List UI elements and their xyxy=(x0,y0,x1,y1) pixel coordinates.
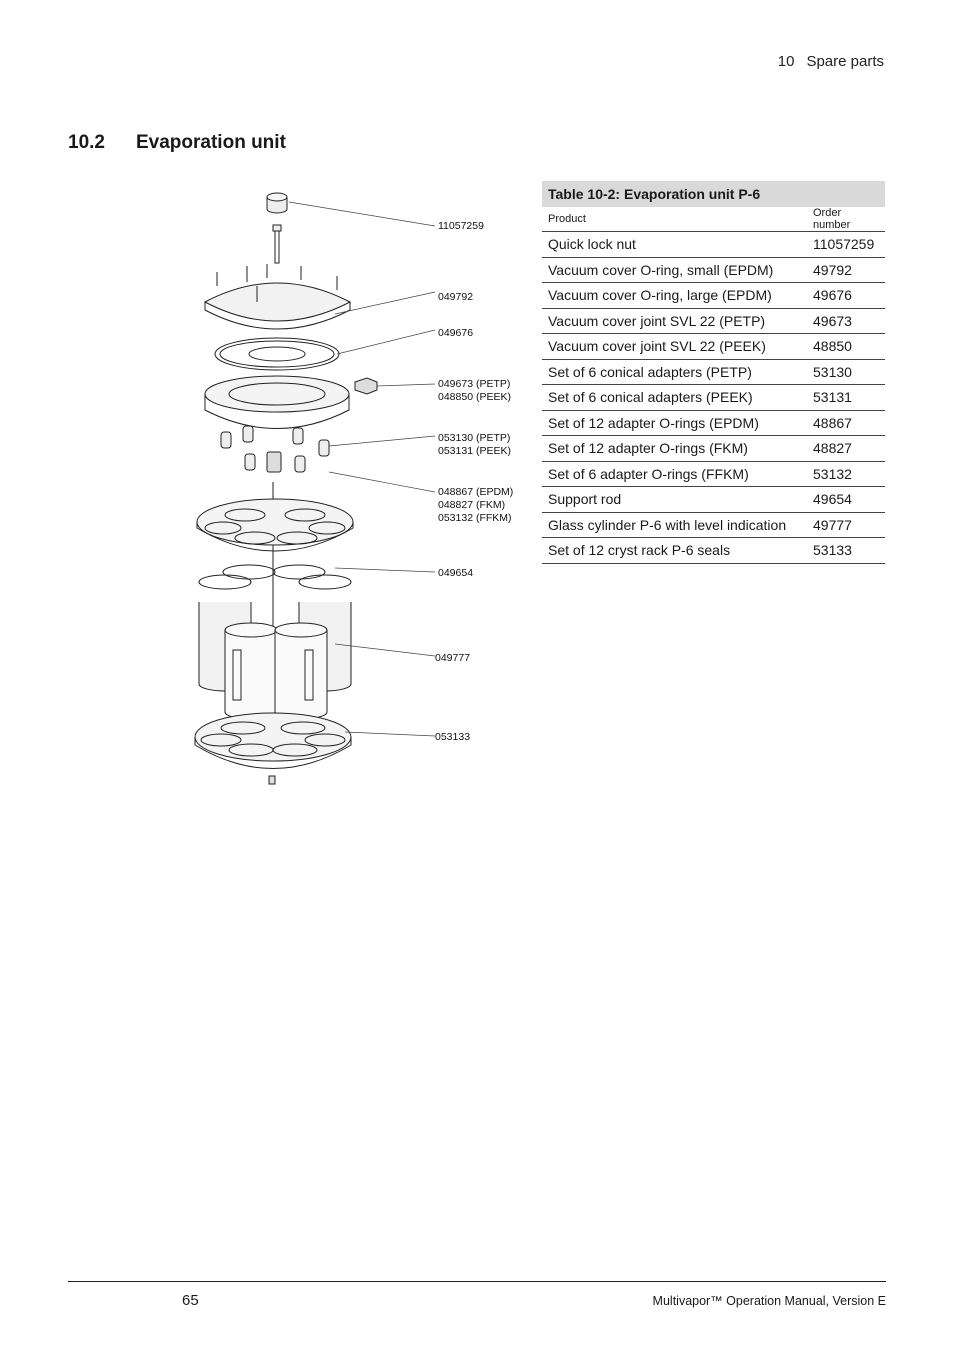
callout-label: 049654 xyxy=(438,567,473,579)
vacuum-cover-drawing xyxy=(203,264,352,330)
callout-label: 11057259 xyxy=(438,220,484,232)
spare-parts-table: Table 10-2: Evaporation unit P-6 Product… xyxy=(542,181,885,564)
conical-adapter-drawings xyxy=(220,425,330,473)
callout-label: 053130 (PETP) xyxy=(438,432,510,444)
product-cell: Set of 6 conical adapters (PEEK) xyxy=(542,384,807,411)
column-header-product: Product xyxy=(542,207,807,232)
table-row: Vacuum cover joint SVL 22 (PETP)49673 xyxy=(542,308,885,334)
table-row: Set of 6 conical adapters (PEEK)53131 xyxy=(542,384,885,411)
o-ring-drawings xyxy=(214,337,340,371)
table-header-row: Product Order number xyxy=(542,207,885,232)
footer-document-title: Multivapor™ Operation Manual, Version E xyxy=(652,1294,886,1308)
product-cell: Glass cylinder P-6 with level indication xyxy=(542,512,807,538)
section-title: 10.2 Evaporation unit xyxy=(68,132,286,154)
product-cell: Vacuum cover O-ring, small (EPDM) xyxy=(542,257,807,283)
product-cell: Set of 12 adapter O-rings (FKM) xyxy=(542,435,807,462)
table-row: Vacuum cover joint SVL 22 (PEEK)48850 xyxy=(542,333,885,360)
leader-lines xyxy=(288,201,436,737)
callout-label: 048827 (FKM) xyxy=(438,499,505,511)
order-number-cell: 49792 xyxy=(807,257,885,283)
order-number-cell: 49777 xyxy=(807,512,885,538)
table-row: Set of 6 conical adapters (PETP)53130 xyxy=(542,359,885,385)
footer-rule xyxy=(68,1281,886,1282)
callout-label: 049676 xyxy=(438,327,473,339)
cryst-rack-top-drawing xyxy=(196,482,354,712)
callout-label: 048867 (EPDM) xyxy=(438,486,513,498)
order-number-cell: 53130 xyxy=(807,359,885,385)
section-title-text: Evaporation unit xyxy=(136,132,286,153)
order-number-cell: 11057259 xyxy=(807,231,885,258)
table-row: Set of 12 adapter O-rings (FKM)48827 xyxy=(542,435,885,462)
order-number-cell: 48867 xyxy=(807,410,885,436)
callout-label: 048850 (PEEK) xyxy=(438,391,511,403)
quick-lock-nut-drawing xyxy=(266,192,288,214)
order-number-cell: 49654 xyxy=(807,486,885,513)
table-row: Vacuum cover O-ring, large (EPDM)49676 xyxy=(542,282,885,309)
product-cell: Vacuum cover joint SVL 22 (PEEK) xyxy=(542,333,807,360)
table-caption: Table 10-2: Evaporation unit P-6 xyxy=(542,181,885,207)
table-row: Set of 6 adapter O-rings (FFKM)53132 xyxy=(542,461,885,487)
product-cell: Vacuum cover O-ring, large (EPDM) xyxy=(542,282,807,309)
cryst-rack-bottom-drawing xyxy=(194,712,352,785)
chapter-number: 10 xyxy=(777,53,795,70)
product-cell: Set of 12 adapter O-rings (EPDM) xyxy=(542,410,807,436)
callout-label: 053131 (PEEK) xyxy=(438,445,511,457)
product-cell: Set of 6 adapter O-rings (FFKM) xyxy=(542,461,807,487)
order-number-cell: 49673 xyxy=(807,308,885,334)
callout-label: 053132 (FFKM) xyxy=(438,512,512,524)
callout-label: 049673 (PETP) xyxy=(438,378,510,390)
callout-label: 053133 xyxy=(435,731,470,743)
order-number-cell: 48850 xyxy=(807,333,885,360)
column-header-order-number: Order number xyxy=(807,207,885,232)
vacuum-cover-base-drawing xyxy=(204,375,378,429)
order-number-cell: 49676 xyxy=(807,282,885,309)
glass-cylinder-drawings xyxy=(198,564,352,720)
page-number: 65 xyxy=(182,1292,199,1309)
order-number-cell: 53133 xyxy=(807,537,885,564)
table-row: Glass cylinder P-6 with level indication… xyxy=(542,512,885,538)
order-number-cell: 53131 xyxy=(807,384,885,411)
order-number-cell: 48827 xyxy=(807,435,885,462)
callout-label: 049792 xyxy=(438,291,473,303)
product-cell: Quick lock nut xyxy=(542,231,807,258)
callout-label: 049777 xyxy=(435,652,470,664)
exploded-view-diagram: 11057259 049792 049676 049673 (PETP) 048… xyxy=(185,182,530,792)
table-caption-row: Table 10-2: Evaporation unit P-6 xyxy=(542,181,885,207)
exploded-view-drawing: 11057259 049792 049676 049673 (PETP) 048… xyxy=(194,192,513,785)
long-screw-drawing xyxy=(272,224,282,264)
section-number: 10.2 xyxy=(68,132,105,153)
table-row: Vacuum cover O-ring, small (EPDM)49792 xyxy=(542,257,885,283)
product-cell: Support rod xyxy=(542,486,807,513)
order-number-cell: 53132 xyxy=(807,461,885,487)
running-head: 10 Spare parts xyxy=(778,53,884,70)
table-row: Set of 12 adapter O-rings (EPDM)48867 xyxy=(542,410,885,436)
chapter-title: Spare parts xyxy=(806,53,884,70)
product-cell: Set of 12 cryst rack P-6 seals xyxy=(542,537,807,564)
product-cell: Vacuum cover joint SVL 22 (PETP) xyxy=(542,308,807,334)
product-cell: Set of 6 conical adapters (PETP) xyxy=(542,359,807,385)
